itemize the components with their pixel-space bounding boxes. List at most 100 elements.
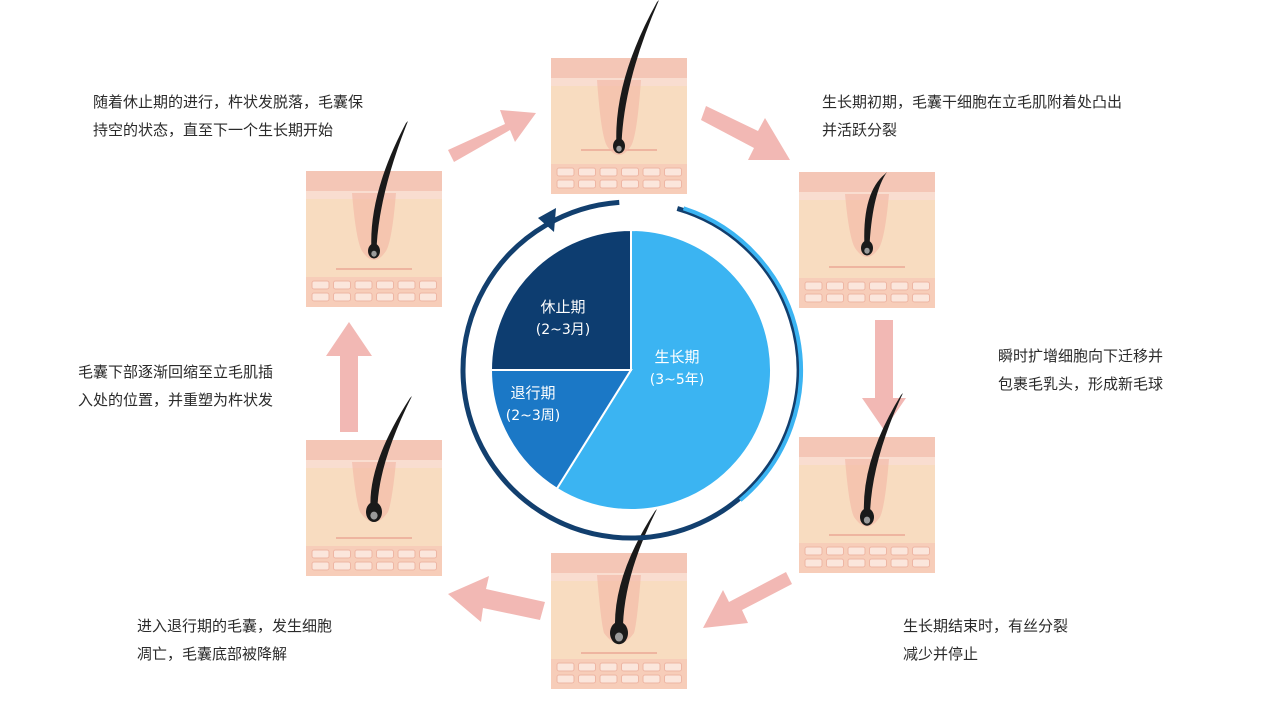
skin-tile-reshape-hair-shaft [371, 121, 408, 245]
skin-tile-growth-end-fat-cell [578, 662, 596, 672]
skin-tile-reshape-fat-cell [419, 280, 437, 290]
caption-reshape-line-2: 入处的位置，并重塑为杵状发 [78, 391, 274, 409]
skin-tile-resting-top [551, 0, 687, 194]
skin-tile-resting-top-hair-shaft [616, 0, 659, 140]
caption-resting-line-2: 持空的状态，直至下一个生长期开始 [93, 121, 334, 139]
skin-tile-regression-fat-cell [333, 561, 351, 571]
skin-tile-resting-top-fat-cell [621, 179, 639, 189]
skin-tile-growth-end-fat-cell [556, 674, 575, 684]
skin-tile-resting-top-fat-cell [556, 179, 575, 189]
arrow-early-to-migration [701, 106, 790, 160]
pie-label-resting-name: 休止期 [540, 298, 585, 316]
skin-tile-reshape-fat-cell [419, 292, 437, 302]
cycle-ring [460, 199, 802, 541]
skin-tile-early-growth [799, 172, 935, 308]
caption-growth-end-line-2: 减少并停止 [903, 645, 979, 663]
caption-growth-end: 生长期结束时，有丝分裂 减少并停止 [903, 612, 1068, 668]
skin-tile-resting-top-fat-cell [664, 179, 682, 189]
skin-tile-migration-fat-cell [869, 546, 887, 556]
pie-label-resting-duration: (2~3月) [536, 322, 590, 338]
pie-label-regression-duration: (2~3周) [506, 408, 560, 424]
skin-tile-growth-end-fat-cell [621, 674, 639, 684]
arrow-growthend-to-regression [703, 572, 792, 628]
caption-early-growth-line-2: 并活跃分裂 [822, 121, 898, 139]
skin-tile-reshape [306, 121, 442, 307]
pie-slice-growth [555, 228, 772, 511]
skin-tile-regression-fat-cell [397, 549, 416, 559]
skin-tile-reshape-fat-cell [354, 292, 373, 302]
caption-reshape: 毛囊下部逐渐回缩至立毛肌插 入处的位置，并重塑为杵状发 [78, 358, 273, 414]
skin-tile-regression-dermal-papilla [370, 511, 378, 520]
skin-tile-resting-top-fat-cell [621, 167, 639, 177]
arrow-resting-to-early [448, 110, 536, 162]
skin-tile-early-growth-fat-cell [869, 281, 887, 291]
skin-tile-migration-hair-shaft [863, 393, 903, 510]
skin-tile-early-growth-fat-cell [912, 293, 930, 303]
skin-tile-growth-end-fat-cell [664, 674, 682, 684]
skin-tile-growth-end-dermal-papilla [614, 632, 624, 642]
skin-tile-resting-top-fat-cell [578, 167, 596, 177]
skin-tile-early-growth-fat-cell [847, 293, 866, 303]
skin-tile-reshape-fat-cell [376, 292, 394, 302]
skin-tile-growth-end-fat-cell [556, 662, 575, 672]
pie-label-growth-duration: (3~5年) [650, 372, 704, 388]
caption-resting-line-1: 随着休止期的进行，杵状发脱落，毛囊保 [93, 93, 364, 111]
skin-tile-resting-top-dermal-papilla [616, 145, 622, 152]
skin-tile-regression-epidermis-top [306, 440, 442, 460]
skin-tile-migration-fat-cell [826, 546, 844, 556]
skin-tile-early-growth-fat-cell [869, 293, 887, 303]
skin-tile-reshape-fat-cell [311, 280, 330, 290]
skin-tile-regression-fat-cell [354, 549, 373, 559]
skin-tile-growth-end-hair-shaft [614, 509, 657, 624]
skin-tile-early-growth-epidermis-top [799, 172, 935, 192]
skin-tile-reshape-fat-cell [333, 292, 351, 302]
skin-tile-migration-fat-cell [804, 558, 823, 568]
arrow-migration-to-growthend [862, 320, 906, 430]
skin-tile-early-growth-fat-cell [804, 281, 823, 291]
caption-regression: 进入退行期的毛囊，发生细胞 凋亡，毛囊底部被降解 [137, 612, 332, 668]
skin-tile-migration-fat-cell [847, 558, 866, 568]
skin-tile-migration-fat-cell [912, 558, 930, 568]
skin-tile-early-growth-fat-cell [847, 281, 866, 291]
skin-tile-regression [306, 396, 442, 576]
arrow-reshape-to-resting [326, 322, 372, 432]
skin-tile-regression-fat-cell [397, 561, 416, 571]
skin-tile-migration-fat-cell [847, 546, 866, 556]
skin-tile-resting-top-fat-cell [642, 179, 661, 189]
skin-tile-migration-fat-cell [890, 546, 909, 556]
skin-tile-reshape-fat-cell [397, 292, 416, 302]
skin-tile-reshape-fat-cell [311, 292, 330, 302]
skin-tile-migration-fat-cell [804, 546, 823, 556]
skin-tile-reshape-fat-cell [376, 280, 394, 290]
skin-tile-regression-fat-cell [419, 561, 437, 571]
pie-label-regression-name: 退行期 [510, 384, 555, 402]
skin-tile-early-growth-fat-cell [912, 281, 930, 291]
caption-migration-line-1: 瞬时扩增细胞向下迁移并 [998, 347, 1164, 365]
skin-tile-regression-fat-cell [311, 549, 330, 559]
skin-tile-resting-top-epidermis-top [551, 58, 687, 78]
skin-tile-migration-fat-cell [912, 546, 930, 556]
cycle-ring-highlight [682, 206, 803, 502]
skin-tile-resting-top-fat-cell [664, 167, 682, 177]
skin-tile-early-growth-hair-shaft [864, 172, 887, 242]
skin-tile-migration-fat-cell [869, 558, 887, 568]
skin-tile-migration-fat-cell [890, 558, 909, 568]
skin-tile-growth-end-fat-cell [621, 662, 639, 672]
caption-early-growth-line-1: 生长期初期，毛囊干细胞在立毛肌附着处凸出 [822, 93, 1123, 111]
skin-tile-migration-epidermis-top [799, 437, 935, 457]
caption-migration: 瞬时扩增细胞向下迁移并 包裹毛乳头，形成新毛球 [998, 342, 1163, 398]
skin-tile-growth-end-epidermis-top [551, 553, 687, 573]
cycle-ring-arrowhead [538, 208, 556, 232]
skin-tile-migration-fat-cell [826, 558, 844, 568]
skin-tile-resting-top-fat-cell [556, 167, 575, 177]
caption-resting: 随着休止期的进行，杵状发脱落，毛囊保 持空的状态，直至下一个生长期开始 [93, 88, 363, 144]
skin-tile-resting-top-fat-cell [599, 167, 618, 177]
caption-regression-line-1: 进入退行期的毛囊，发生细胞 [137, 617, 333, 635]
skin-tile-resting-top-fat-cell [578, 179, 596, 189]
skin-tile-reshape-dermal-papilla [371, 250, 377, 257]
caption-regression-line-2: 凋亡，毛囊底部被降解 [137, 645, 288, 663]
pie-label-growth-name: 生长期 [654, 348, 699, 366]
skin-tile-early-growth-dermal-papilla [864, 247, 870, 254]
pie-slice-regression [489, 369, 633, 491]
